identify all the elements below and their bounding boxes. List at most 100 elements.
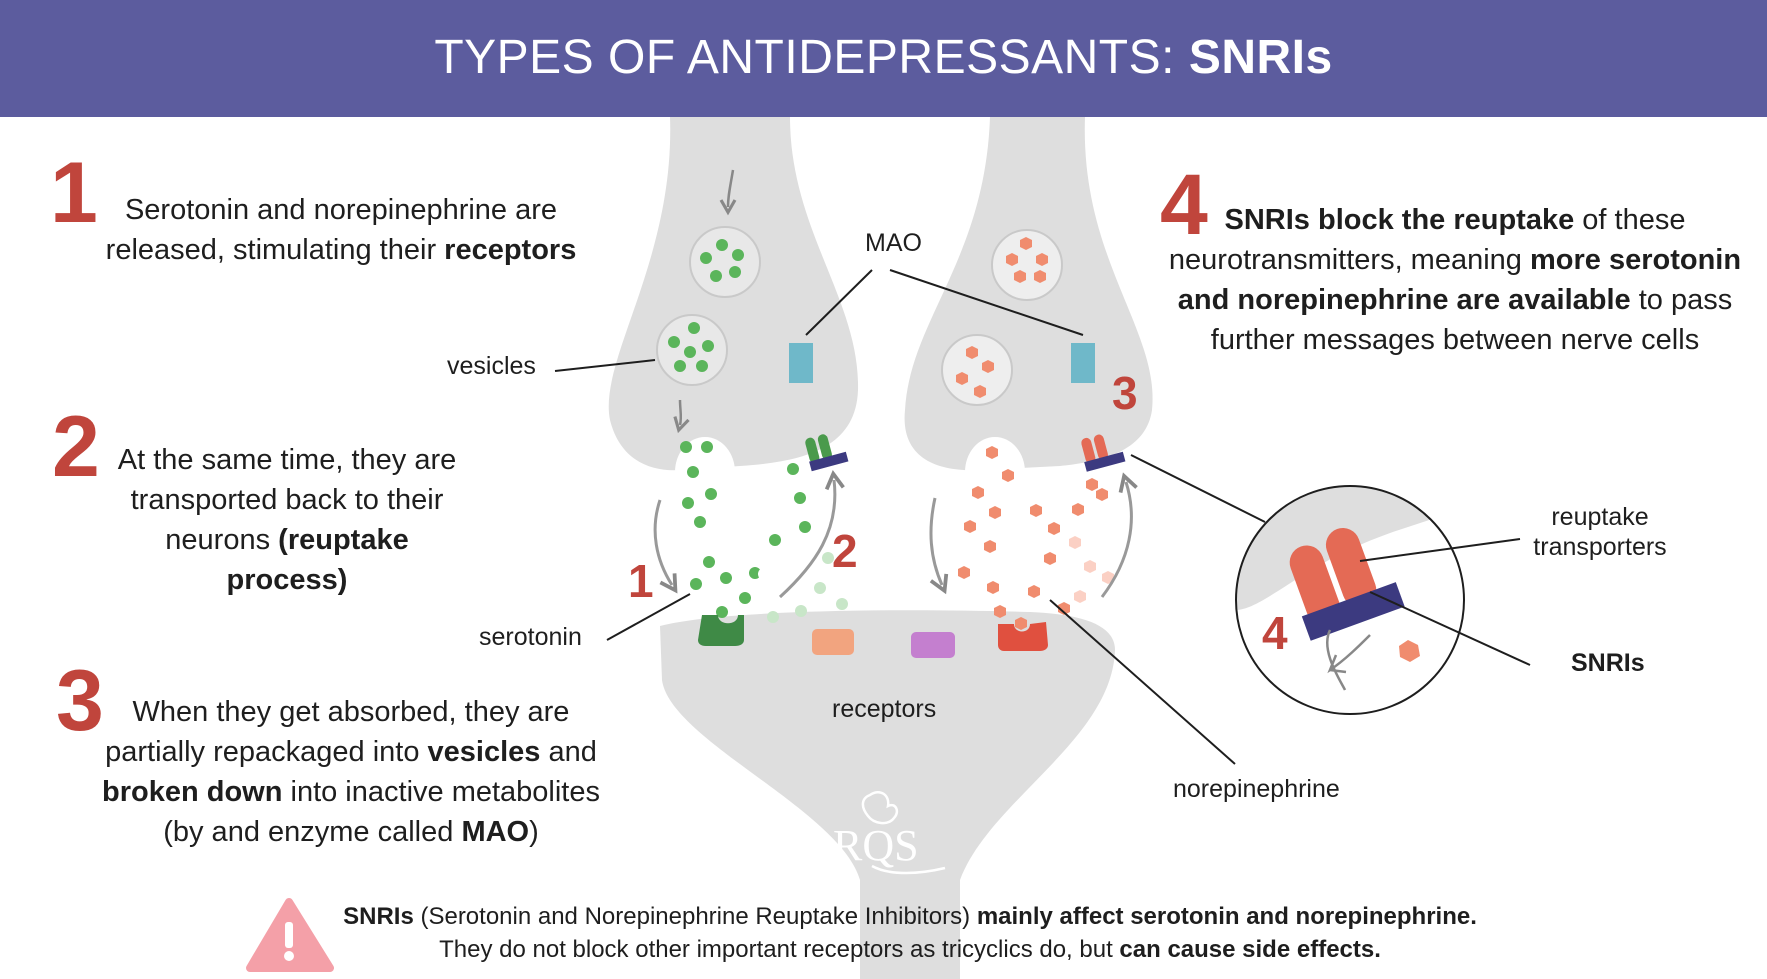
- step-2-number: 2: [52, 399, 100, 495]
- label-serotonin: serotonin: [479, 623, 582, 651]
- receptor-serotonin: [698, 615, 744, 646]
- step-3-line-4-bold: MAO: [461, 816, 530, 848]
- footer-line-1-bold-b: mainly affect serotonin and norepinephri…: [976, 903, 1477, 930]
- norepinephrine-in-receptor: [1015, 617, 1027, 630]
- arrow-down-vesicle: [673, 399, 690, 434]
- mao-enzyme-right: [1071, 343, 1095, 383]
- step-3-line-3-plain: into inactive metabolites: [282, 776, 600, 808]
- footer-line-2-bold: can cause side effects.: [1119, 936, 1381, 963]
- page-title: TYPES OF ANTIDEPRESSANTS: SNRIs: [0, 28, 1767, 88]
- norepinephrine-molecules-faded: [1069, 536, 1114, 603]
- step-4-line-3-bold: and norepinephrine are available: [1177, 284, 1631, 316]
- step-1-line-2: released, stimulating their receptors: [96, 230, 586, 270]
- step-1-line-1: Serotonin and norepinephrine are: [124, 194, 558, 226]
- step-4-line-2-plain: neurotransmitters, meaning: [1168, 244, 1530, 276]
- serotonin-leader: [606, 593, 691, 641]
- step-3-line-2-plain-b: and: [540, 736, 597, 768]
- step-2-line-3: neurons (reuptake process): [102, 520, 472, 600]
- vesicle-orange-mid: [941, 334, 1013, 406]
- diagram-number-1: 1: [628, 555, 654, 607]
- serotonin-molecules-faded: [767, 552, 848, 623]
- footer-line-1-bold-a: SNRIs: [343, 903, 414, 930]
- arrow-reuptake-left: [778, 469, 845, 599]
- norepinephrine-molecules: [958, 446, 1108, 618]
- vesicle-orange-top: [991, 229, 1063, 301]
- step-2-line-1: At the same time, they are: [117, 444, 457, 476]
- step-4-line-1-bold: SNRIs block the reuptake: [1224, 204, 1575, 236]
- step-3-line-2-bold: vesicles: [427, 736, 541, 768]
- arrow-release-right: [929, 497, 949, 595]
- reuptake-leader: [1359, 538, 1521, 562]
- step-3-line-4-end: ): [529, 816, 539, 848]
- step-3-line-2-plain-a: partially repackaged into: [105, 736, 428, 768]
- vesicle-green-top: [689, 226, 761, 298]
- footer-line-2-plain: They do not block other important recept…: [439, 936, 1120, 963]
- release-zone-left: [675, 437, 735, 507]
- footer-line-2: They do not block other important recept…: [330, 933, 1490, 966]
- label-mao: MAO: [865, 229, 922, 257]
- label-snris: SNRIs: [1571, 649, 1645, 677]
- step-2-line-3-bold: (reuptake process): [226, 524, 409, 596]
- step-2-text: At the same time, they are transported b…: [102, 440, 472, 600]
- step-3-number: 3: [56, 653, 104, 749]
- diagram-number-4: 4: [1262, 607, 1288, 659]
- header-bar: TYPES OF ANTIDEPRESSANTS: SNRIs: [0, 0, 1767, 117]
- step-3-line-3: broken down into inactive metabolites: [96, 772, 606, 812]
- title-plain: TYPES OF ANTIDEPRESSANTS:: [434, 31, 1189, 84]
- step-1-line-2-bold: receptors: [444, 234, 577, 266]
- inset-leader: [1130, 454, 1266, 523]
- arrow-down-top: [719, 169, 737, 216]
- snris-leader: [1369, 591, 1531, 666]
- label-receptors: receptors: [832, 695, 937, 723]
- label-reuptake-line-2: transporters: [1533, 533, 1667, 561]
- mao-leader-right: [889, 269, 1084, 336]
- postsynaptic-neuron: [660, 610, 1115, 979]
- inset-magnifier: [1235, 485, 1465, 715]
- step-2-line-2: transported back to their: [130, 484, 444, 516]
- step-4-line-3-plain: to pass: [1630, 284, 1733, 316]
- footer-line-1-plain: (Serotonin and Norepinephrine Reuptake I…: [413, 903, 977, 930]
- step-3-line-4-plain: (by and enzyme called: [163, 816, 462, 848]
- step-1-line-2-plain: released, stimulating their: [105, 234, 445, 266]
- mao-enzyme-left: [789, 343, 813, 383]
- step-4-line-2-bold: more serotonin: [1529, 244, 1742, 276]
- label-reuptake-line-1: reuptake: [1551, 503, 1649, 531]
- warning-icon: [246, 898, 334, 972]
- step-4-line-3: and norepinephrine are available to pass: [1160, 280, 1750, 320]
- receptor-purple: [911, 632, 955, 658]
- receptor-norepinephrine: [998, 622, 1048, 651]
- step-3-line-4: (by and enzyme called MAO): [96, 812, 606, 852]
- receptor-peach: [812, 629, 854, 655]
- logo-text: RQS: [833, 821, 919, 870]
- step-1-number: 1: [50, 145, 98, 241]
- transporter-norepinephrine: [1081, 434, 1126, 472]
- label-vesicles: vesicles: [447, 352, 536, 380]
- step-3-line-1: When they get absorbed, they are: [132, 696, 570, 728]
- diagram-number-3: 3: [1112, 367, 1138, 419]
- step-1-text: Serotonin and norepinephrine are release…: [96, 190, 586, 270]
- norepinephrine-leader: [1049, 599, 1236, 765]
- title-bold: SNRIs: [1188, 31, 1333, 84]
- label-reuptake-transporters: reuptake transporters: [1520, 502, 1680, 562]
- step-4-line-1-plain: of these: [1574, 204, 1686, 236]
- step-4-text: SNRIs block the reuptake of these neurot…: [1160, 200, 1750, 360]
- mao-leader-left: [805, 269, 873, 336]
- step-3-line-3-bold: broken down: [101, 776, 283, 808]
- arrow-release-left: [653, 499, 678, 594]
- diagram-number-2: 2: [832, 525, 858, 577]
- footer-line-1: SNRIs (Serotonin and Norepinephrine Reup…: [330, 900, 1490, 933]
- vesicle-green-mid: [656, 314, 728, 386]
- vesicles-leader: [554, 359, 656, 372]
- step-4-number: 4: [1160, 157, 1208, 253]
- serotonin-molecules: [680, 441, 811, 618]
- arrow-reuptake-right: [1100, 472, 1138, 598]
- step-3-text: When they get absorbed, they are partial…: [96, 692, 606, 852]
- step-4-line-2: neurotransmitters, meaning more serotoni…: [1160, 240, 1750, 280]
- step-2-line-3-plain: neurons: [165, 524, 279, 556]
- step-3-line-2: partially repackaged into vesicles and: [96, 732, 606, 772]
- step-4-line-1: SNRIs block the reuptake of these: [1160, 200, 1750, 240]
- label-norepinephrine: norepinephrine: [1173, 775, 1340, 803]
- footer-note: SNRIs (Serotonin and Norepinephrine Reup…: [330, 900, 1490, 966]
- rqs-logo: RQS: [833, 790, 946, 875]
